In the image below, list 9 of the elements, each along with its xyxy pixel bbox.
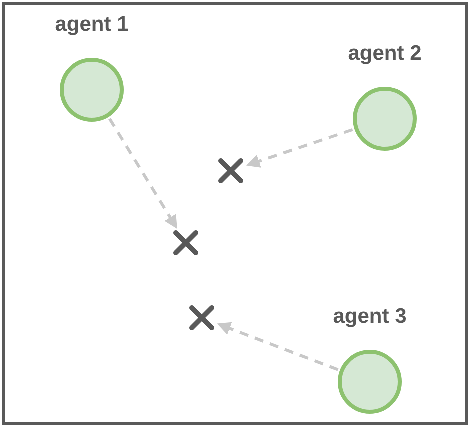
- agent-label: agent 3: [333, 304, 407, 330]
- x-mark: [188, 304, 216, 332]
- x-mark: [217, 157, 245, 185]
- dashed-arrow: [108, 118, 178, 230]
- x-mark: [172, 229, 200, 257]
- agent-label: agent 1: [55, 12, 129, 38]
- dashed-arrow: [246, 128, 354, 168]
- dashed-arrow: [217, 322, 339, 372]
- agent-label: agent 2: [348, 41, 422, 67]
